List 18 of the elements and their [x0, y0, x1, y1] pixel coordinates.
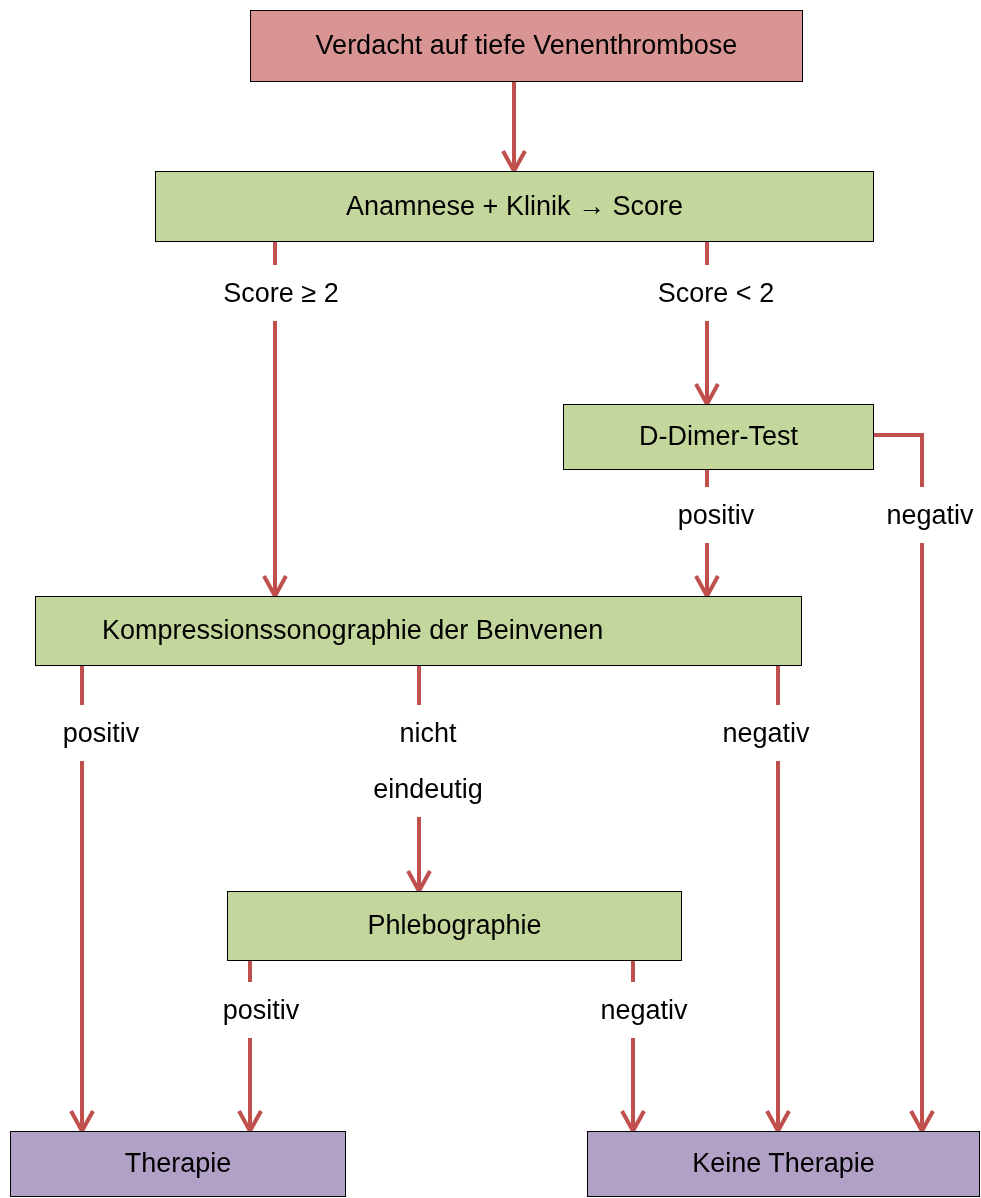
box-text: D-Dimer-Test: [639, 420, 798, 454]
box-text: Anamnese + Klinik → Score: [346, 189, 683, 223]
process-box: [227, 891, 682, 961]
box-text: Keine Therapie: [692, 1147, 875, 1181]
box-text: Therapie: [124, 1147, 232, 1181]
arrow: [874, 433, 935, 1133]
arrow: [69, 666, 95, 1133]
start-box: [250, 10, 803, 82]
outcome-box: [587, 1131, 980, 1197]
box-text: Verdacht auf tiefe Venenthrombose: [315, 29, 738, 63]
outcome-box: [10, 1131, 346, 1197]
arrow: [501, 82, 527, 173]
process-box: [35, 596, 802, 666]
arrow: [765, 666, 791, 1133]
process-box: [155, 171, 874, 242]
box-text: Kompressionssonographie der Beinvenen: [102, 614, 604, 648]
process-box: [563, 404, 874, 470]
box-text: Phlebographie: [367, 909, 542, 943]
